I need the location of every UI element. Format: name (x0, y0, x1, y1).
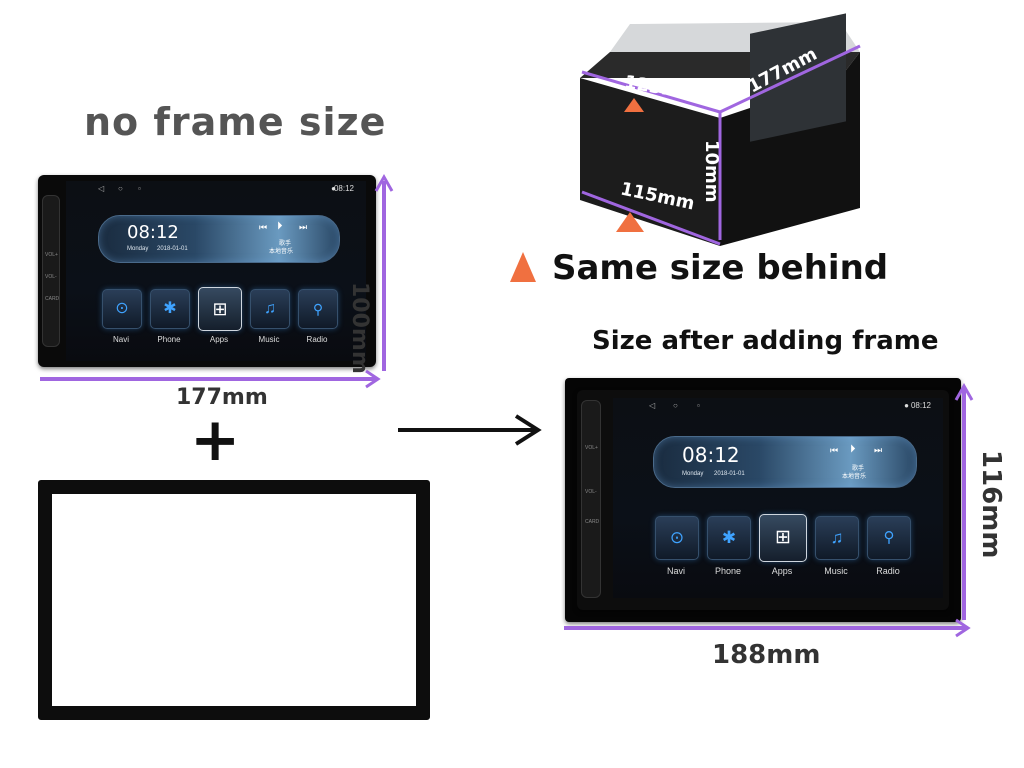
app-tile-phone-framed[interactable]: ✱ (707, 516, 751, 560)
back-icon: ◁ (98, 184, 105, 193)
clock-card: 08:12 Monday 2018-01-01 ⏮ ⏵ ⏭ 歌手 本地音乐 (98, 215, 340, 263)
app-label-phone-framed: Phone (714, 566, 742, 576)
prev-track-icon[interactable]: ⏮ (259, 222, 268, 232)
app-label-radio-framed: Radio (876, 566, 900, 576)
arrow-icon (398, 414, 542, 446)
after-frame-title: Size after adding frame (592, 326, 939, 356)
app-label-navi: Navi (112, 335, 129, 344)
status-time: 08:12 (333, 184, 354, 193)
app-tile-radio-framed[interactable]: ⚲ (867, 516, 911, 560)
recent-icon: ▫ (138, 184, 141, 193)
date-day-framed: Monday (682, 471, 704, 477)
app-tile-phone[interactable]: ✱ (150, 289, 190, 329)
vol-down-label: VOL- (45, 274, 57, 280)
app-tile-music-framed[interactable]: ♫ (815, 516, 859, 560)
vol-down-label-framed: VOL- (585, 489, 597, 495)
card-label: CARD (45, 296, 60, 302)
screen-display: ◁ ○ ▫ ● 08:12 08:12 Monday 2018-01-01 ⏮ … (66, 181, 366, 361)
home-icon: ○ (118, 184, 123, 193)
screen-display-framed: ◁ ○ ▫ ● 08:12 08:12 Monday 2018-01-01 ⏮ … (613, 398, 943, 598)
chassis-height-label: 10mm (701, 140, 722, 203)
recent-icon-framed: ▫ (697, 401, 700, 410)
date-value-framed: 2018-01-01 (714, 471, 745, 477)
app-tile-radio[interactable]: ⚲ (298, 289, 338, 329)
height-frame-label: 116mm (976, 450, 1006, 559)
app-label-music-framed: Music (824, 566, 848, 576)
same-size-label: Same size behind (552, 248, 889, 288)
clock-time: 08:12 (127, 222, 179, 243)
song-title: 本地音乐 (269, 249, 294, 255)
no-frame-title: no frame size (84, 100, 387, 144)
song-artist: 歌手 (279, 241, 292, 247)
triangle-marker-icon (510, 252, 536, 282)
plus-sign: + (190, 405, 241, 475)
status-bar: ◁ ○ ▫ ● 08:12 (66, 181, 366, 197)
app-label-phone: Phone (157, 335, 181, 344)
side-button-strip: VOL+ VOL- CARD (42, 195, 60, 347)
location-icon: ● (331, 184, 336, 193)
height-no-frame-label: 100mm (347, 282, 372, 374)
app-label-music: Music (258, 335, 280, 344)
date-day: Monday (127, 246, 149, 252)
side-button-strip-framed: VOL+ VOL- CARD (581, 400, 601, 598)
card-label-framed: CARD (585, 519, 600, 525)
next-track-icon[interactable]: ⏭ (299, 222, 308, 232)
inner-unit: VOL+ VOL- CARD ◁ ○ ▫ ● 08:12 08:12 Monda… (577, 390, 949, 610)
width-frame-label: 188mm (712, 640, 821, 670)
app-tile-music[interactable]: ♫ (250, 289, 290, 329)
vol-up-label: VOL+ (45, 252, 58, 258)
app-label-navi-framed: Navi (666, 566, 685, 576)
status-bar-framed: ◁ ○ ▫ ● 08:12 (613, 398, 943, 414)
app-label-apps: Apps (209, 335, 229, 344)
app-label-apps-framed: Apps (771, 566, 793, 576)
back-icon-framed: ◁ (649, 401, 656, 410)
stereo-unit-with-frame: VOL+ VOL- CARD ◁ ○ ▫ ● 08:12 08:12 Monda… (565, 378, 961, 622)
dimension-lines-with-frame (564, 382, 974, 638)
width-no-frame-label: 177mm (176, 385, 268, 410)
app-label-radio: Radio (306, 335, 328, 344)
song-artist-framed: 歌手 (852, 466, 865, 472)
app-tile-apps[interactable]: ⊞ (198, 287, 242, 331)
mounting-frame (38, 480, 430, 720)
stereo-unit-no-frame: VOL+ VOL- CARD ◁ ○ ▫ ● 08:12 08:12 Monda… (38, 175, 376, 367)
app-tile-navi[interactable]: ⊙ (102, 289, 142, 329)
app-tile-navi-framed[interactable]: ⊙ (655, 516, 699, 560)
prev-track-icon-framed[interactable]: ⏮ (830, 445, 839, 455)
song-title-framed: 本地音乐 (842, 474, 867, 480)
status-time-framed: 08:12 (910, 401, 931, 410)
chassis-dimension-lines (581, 44, 861, 246)
clock-card-framed: 08:12 Monday 2018-01-01 ⏮ ⏵ ⏭ 歌手 本地音乐 (653, 436, 917, 488)
location-icon-framed: ● (904, 401, 909, 410)
app-tile-apps-framed[interactable]: ⊞ (759, 514, 807, 562)
next-track-icon-framed[interactable]: ⏭ (874, 445, 883, 455)
clock-time-framed: 08:12 (682, 443, 740, 467)
vol-up-label-framed: VOL+ (585, 445, 598, 451)
play-icon-framed[interactable]: ⏵ (850, 443, 856, 455)
dimension-lines-no-frame (40, 173, 394, 389)
date-value: 2018-01-01 (157, 246, 188, 252)
home-icon-framed: ○ (673, 401, 678, 410)
play-icon[interactable]: ⏵ (277, 220, 283, 232)
